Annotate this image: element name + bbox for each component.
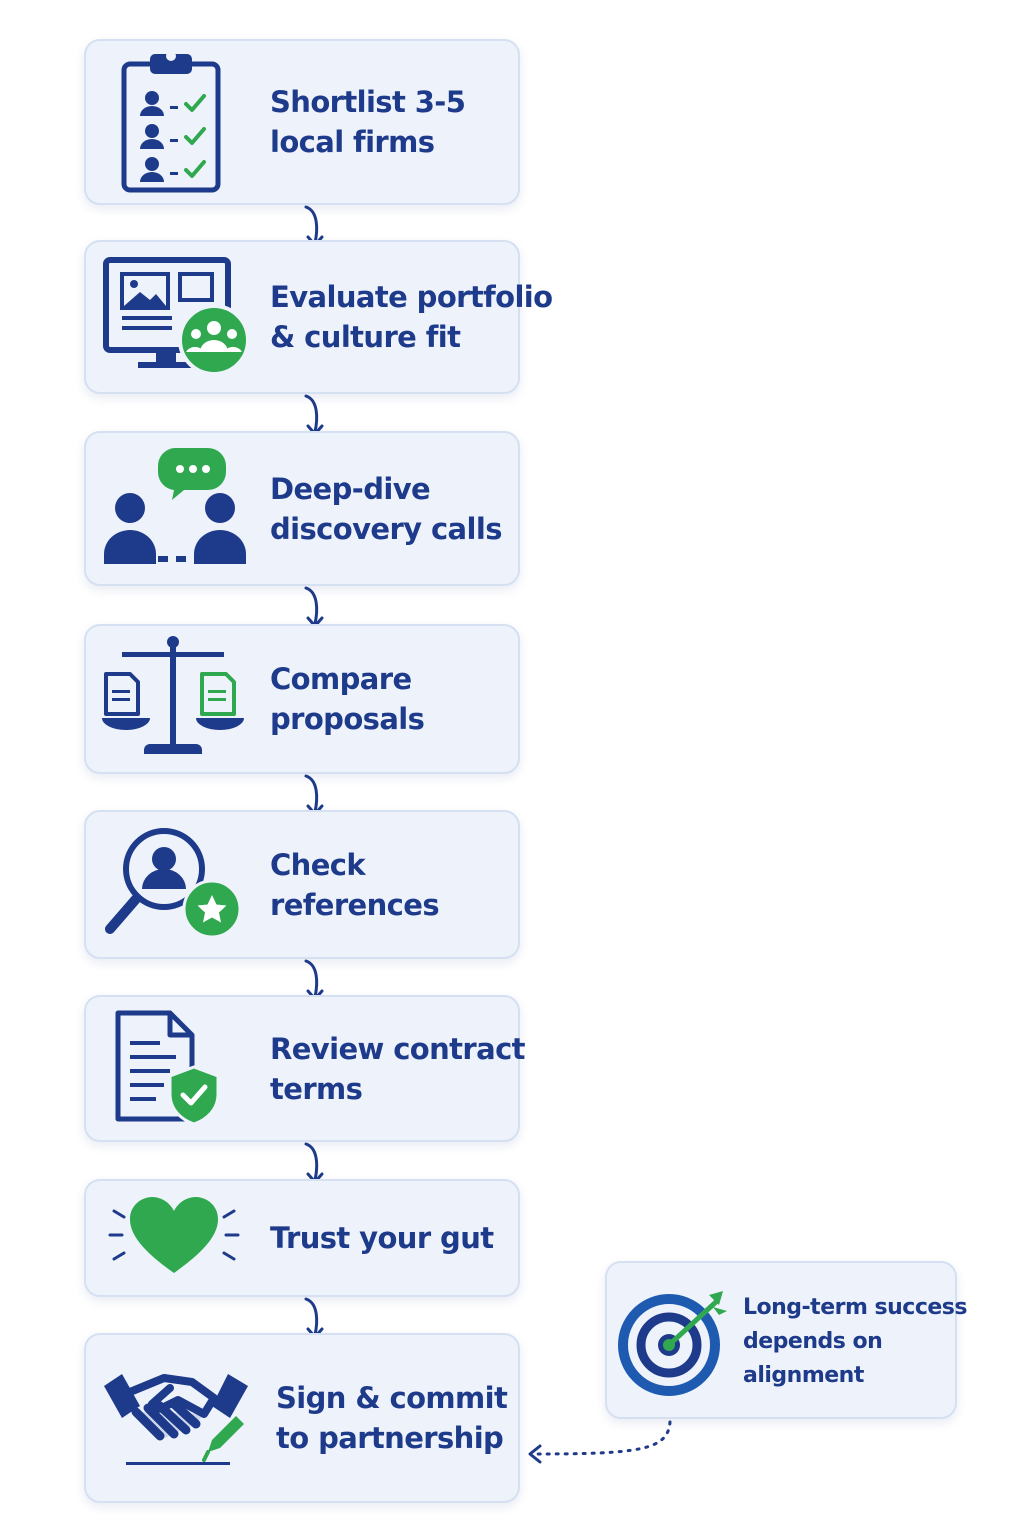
scales-icon xyxy=(100,634,246,764)
target-icon xyxy=(617,1287,735,1403)
step-label: Trust your gut xyxy=(270,1221,494,1255)
step-evaluate-portfolio: Evaluate portfolio& culture fit xyxy=(84,240,553,394)
search-person-icon xyxy=(100,823,246,947)
heart-icon xyxy=(100,1191,246,1285)
step-trust-gut: Trust your gut xyxy=(84,1179,520,1297)
step-label: Evaluate portfolio& culture fit xyxy=(270,280,553,354)
conversation-icon xyxy=(100,442,246,576)
dotted-connector-arrow xyxy=(528,1420,672,1464)
contract-shield-icon xyxy=(100,1007,240,1131)
handshake-icon xyxy=(100,1356,260,1480)
monitor-portfolio-icon xyxy=(100,252,250,382)
clipboard-checklist-icon xyxy=(100,46,240,198)
